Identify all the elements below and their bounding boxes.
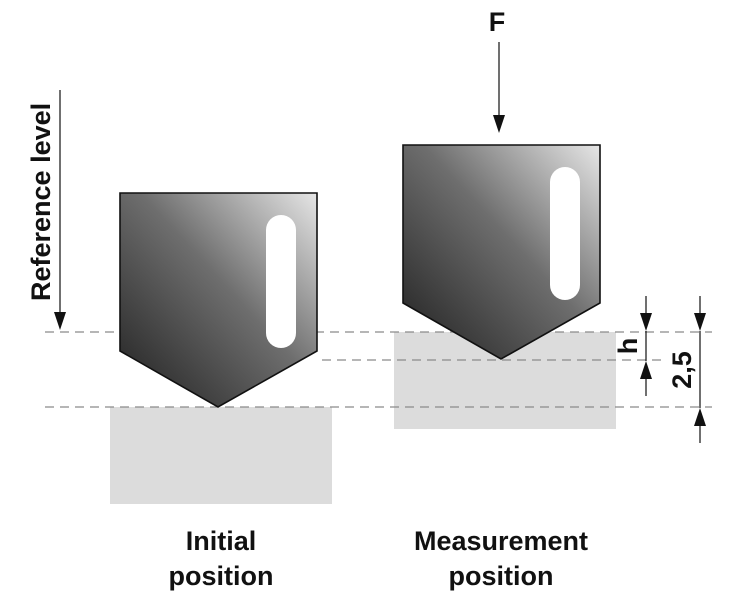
measurement-caption-line1: Measurement [414, 526, 588, 556]
initial-sample-block [110, 407, 332, 504]
h-label: h [613, 338, 643, 355]
reference-level-label: Reference level [26, 103, 56, 301]
depth-dimension [694, 296, 706, 443]
measurement-caption-line2: position [449, 561, 554, 591]
measurement-indenter [402, 144, 601, 360]
force-arrowhead [493, 115, 505, 133]
force-label: F [489, 7, 506, 37]
initial-indenter-slot [266, 215, 296, 348]
reference-level-arrowhead [54, 312, 66, 330]
h-dimension [640, 296, 652, 396]
initial-caption-line1: Initial [186, 526, 257, 556]
initial-indenter [119, 192, 318, 408]
depth-label: 2,5 [667, 351, 697, 389]
initial-caption-line2: position [169, 561, 274, 591]
measurement-indenter-slot [550, 167, 580, 300]
